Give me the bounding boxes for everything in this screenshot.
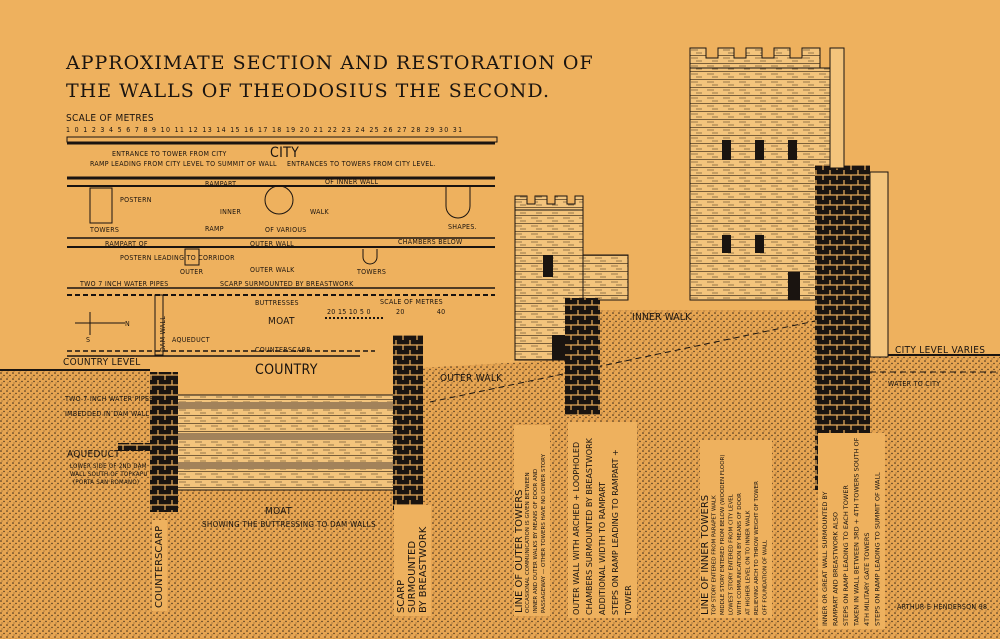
plan-aqueduct: Aqueduct <box>172 336 210 344</box>
country-level-label: Country level <box>63 357 141 368</box>
plan-buttresses: Buttresses <box>255 299 299 307</box>
plan-postern-corridor: Postern leading to corridor <box>120 254 235 262</box>
aqueduct-note-3: (Porta San Romano) <box>73 479 140 486</box>
aqueduct-note-1: Lower side of 2nd dam <box>70 463 147 470</box>
plan-rampart-of: Rampart of <box>105 240 148 248</box>
inner-tower <box>689 67 831 301</box>
signature: Arthur E Henderson 98 <box>897 603 988 611</box>
plan-scale2-ticks: 20 15 10 5 0 20 40 <box>327 308 446 316</box>
plan <box>67 141 495 357</box>
counterscarp-label: Counterscarp <box>152 520 167 611</box>
inner-wall-label: Inner or great wall surmounted byrampart… <box>818 433 885 629</box>
plan-shapes: Shapes. <box>448 223 477 231</box>
plan-ramp-city: Ramp leading from city level to summit o… <box>90 160 277 168</box>
outer-towers-label: Line of outer towersOccasional communica… <box>514 425 550 616</box>
plan-entrance-tower: Entrance to tower from city <box>112 150 227 158</box>
plan-outer-walk: Outer walk <box>250 266 295 274</box>
plan-city: City <box>270 145 300 161</box>
aqueduct-note-2: wall south of Topkapu <box>70 471 148 478</box>
dam-wall <box>174 394 396 491</box>
plan-counterscarp: Counterscarp <box>255 346 311 354</box>
plan-inner: Inner <box>220 208 242 216</box>
plan-of-inner-wall: of inner wall <box>325 178 379 186</box>
outer-walk-label: Outer walk <box>440 373 503 384</box>
inner-towers-label: Line of inner towersTop story entered fr… <box>700 440 772 618</box>
scarp-pier <box>393 335 423 510</box>
plan-scarp: Scarp surmounted by breastwork <box>220 280 354 288</box>
outer-wall <box>565 298 600 415</box>
plan-scale2-label: Scale of Metres <box>380 298 443 306</box>
plan-postern: Postern <box>120 196 152 204</box>
moat-note: Showing the buttressing to dam walls <box>202 520 376 529</box>
moat-label: Moat <box>265 506 292 517</box>
title-line-2: The Walls of Theodosius the Second. <box>66 80 551 102</box>
plan-towers: Towers <box>90 226 120 234</box>
plan-of-various: of various <box>265 226 307 234</box>
plan-moat: Moat <box>268 316 295 327</box>
counterscarp-pier <box>150 372 178 512</box>
plan-dam-wall: Dam wall <box>159 315 168 353</box>
scarp-label: Scarp surmountedby breastwork <box>394 505 431 616</box>
scale-ticks: 1 0 1 2 3 4 5 6 7 8 9 10 11 12 13 14 15 … <box>66 126 464 134</box>
plan-outer: Outer <box>180 268 204 276</box>
plan-towers-2: Towers <box>357 268 387 276</box>
water-to-city-label: Water to city <box>888 380 941 388</box>
compass-s: S <box>86 336 91 344</box>
plan-outer-wall: Outer wall <box>250 240 294 248</box>
inner-walk-label: Inner walk <box>632 312 692 323</box>
plan-water-pipes: Two 7 inch water pipes <box>80 280 169 288</box>
city-level-label: City level varies <box>895 345 986 356</box>
outer-wall-label: Outer wall with arched + loopholedchambe… <box>568 422 637 618</box>
plan-chambers-below: Chambers below <box>398 238 463 246</box>
compass-n: N <box>125 320 131 328</box>
pipes-label-2: imbedded in dam wall <box>65 410 150 418</box>
title-line-1: Approximate Section and Restoration of <box>66 52 594 74</box>
plan-rampart: Rampart <box>205 180 237 188</box>
aqueduct-label: Aqueduct <box>67 449 121 460</box>
scale-bar <box>66 136 498 143</box>
plan-ramp: Ramp <box>205 225 224 233</box>
plan-entrances-towers: Entrances to towers from city level. <box>287 160 436 168</box>
plan-country: Country <box>255 362 318 378</box>
pipes-label-1: Two 7 inch water pipes <box>65 395 154 403</box>
plan-walk: Walk <box>310 208 329 216</box>
aqueduct-channel <box>118 443 178 451</box>
scale-label: Scale of Metres <box>66 113 154 124</box>
